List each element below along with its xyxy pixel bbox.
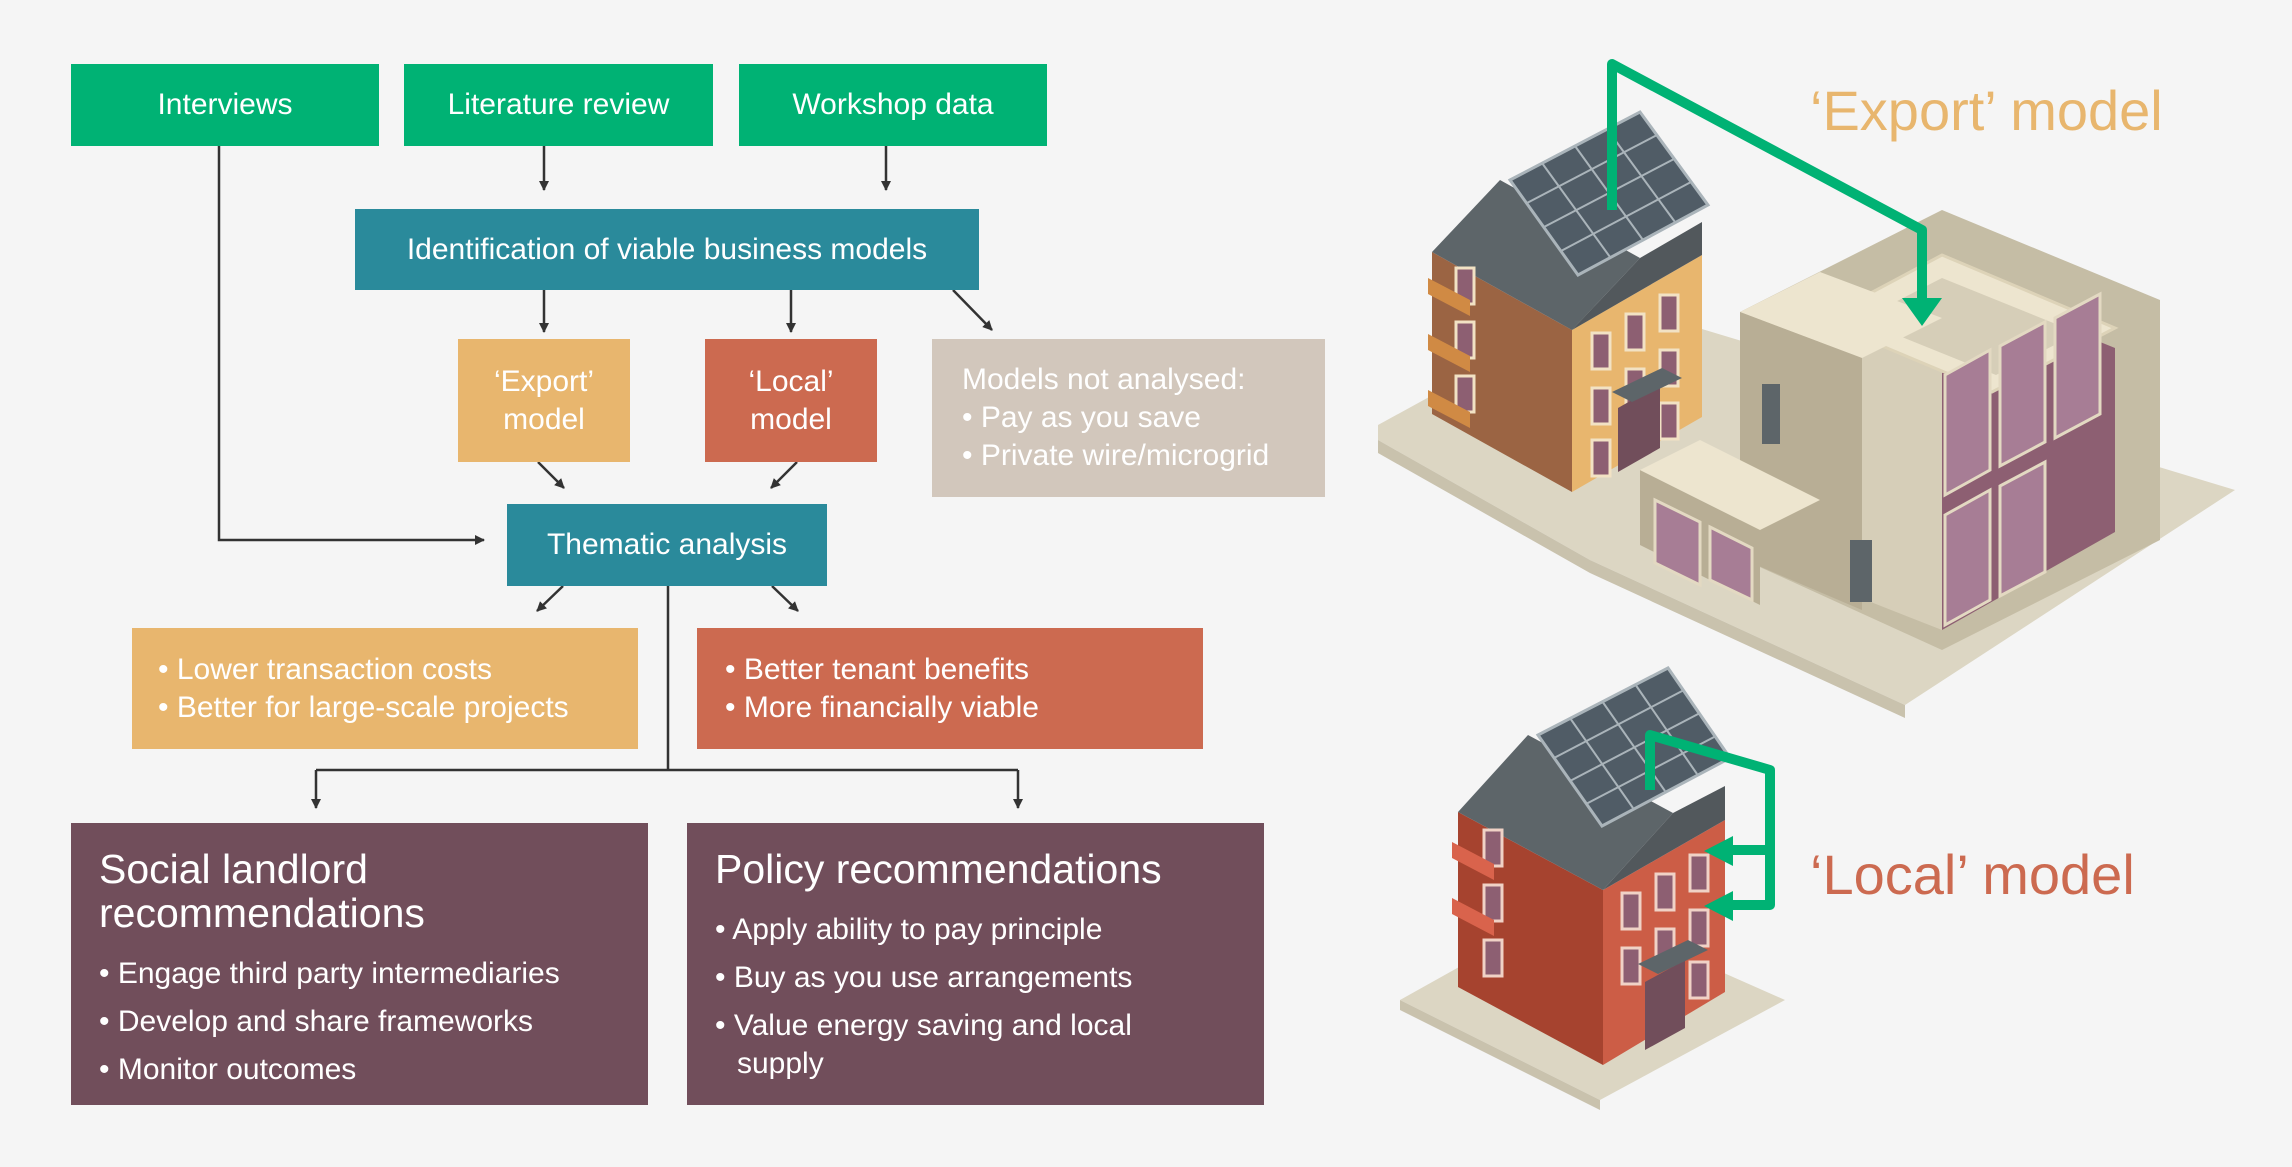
not-analysed-item: Pay as you save <box>962 399 1201 437</box>
local-model-line1: ‘Local’ <box>748 364 834 398</box>
not-analysed-item: Private wire/microgrid <box>962 437 1269 475</box>
not-analysed-title: Models not analysed: <box>962 363 1246 396</box>
arrow-export-to-thematic <box>537 461 565 489</box>
landlord-title-line2: recommendations <box>99 890 425 936</box>
interviews-label: Interviews <box>157 88 293 121</box>
policy-recommendations-box: Policy recommendations Apply ability to … <box>687 823 1264 1105</box>
export-findings-box: Lower transaction costs Better for large… <box>132 628 638 749</box>
local-finding-item: Better tenant benefits <box>725 651 1029 689</box>
local-arrow-head <box>1704 891 1733 921</box>
identification-label: Identification of viable business models <box>406 232 928 266</box>
export-apartment-block <box>1640 210 2160 650</box>
arrow-local-to-thematic <box>770 461 798 489</box>
workshop-data-label: Workshop data <box>792 88 994 121</box>
local-model-line2: model <box>750 402 832 436</box>
literature-review-box: Literature review <box>404 64 713 146</box>
landlord-item: Engage third party intermediaries <box>99 955 560 993</box>
export-model-line2: model <box>503 402 585 436</box>
literature-review-label: Literature review <box>447 88 670 121</box>
export-model-label: ‘Export’ model <box>1810 79 2163 142</box>
arrow-thematic-to-local-findings <box>771 585 799 612</box>
local-finding-item: More financially viable <box>725 689 1039 727</box>
local-arrow-head <box>1704 836 1733 866</box>
thematic-analysis-label: Thematic analysis <box>546 528 788 561</box>
arrow-thematic-to-export-findings <box>536 585 564 612</box>
policy-title: Policy recommendations <box>715 846 1162 892</box>
export-house <box>1428 110 1711 492</box>
interviews-box: Interviews <box>71 64 379 146</box>
export-model-line1: ‘Export’ <box>493 364 595 398</box>
export-finding-item: Lower transaction costs <box>158 651 492 689</box>
export-model-box: ‘Export’ model <box>458 339 630 462</box>
export-finding-item: Better for large-scale projects <box>158 689 569 727</box>
thematic-analysis-box: Thematic analysis <box>507 504 827 586</box>
landlord-title: Social landlord recommendations <box>99 847 425 935</box>
landlord-item: Monitor outcomes <box>99 1051 356 1089</box>
local-findings-box: Better tenant benefits More financially … <box>697 628 1203 749</box>
landlord-item: Develop and share frameworks <box>99 1003 533 1041</box>
local-model-label: ‘Local’ model <box>1810 843 2135 906</box>
arrow-to-landlord <box>316 768 1018 808</box>
policy-item: Apply ability to pay principle <box>715 911 1102 949</box>
landlord-title-line1: Social landlord <box>99 846 368 892</box>
policy-item: Buy as you use arrangements <box>715 959 1133 997</box>
local-model-box: ‘Local’ model <box>705 339 877 462</box>
workshop-data-box: Workshop data <box>739 64 1047 146</box>
policy-item: Value energy saving and local supply <box>715 1007 1137 1083</box>
export-arrow-head <box>1902 298 1942 326</box>
landlord-recommendations-box: Social landlord recommendations Engage t… <box>71 823 648 1105</box>
models-not-analysed-box: Models not analysed: Pay as you save Pri… <box>932 339 1325 497</box>
export-flow-arrow <box>1607 59 1927 300</box>
identification-box: Identification of viable business models <box>355 209 979 290</box>
local-house <box>1452 666 1733 1065</box>
arrow-identification-to-not-analysed <box>952 289 993 331</box>
arrow-interviews-to-thematic <box>217 146 485 545</box>
